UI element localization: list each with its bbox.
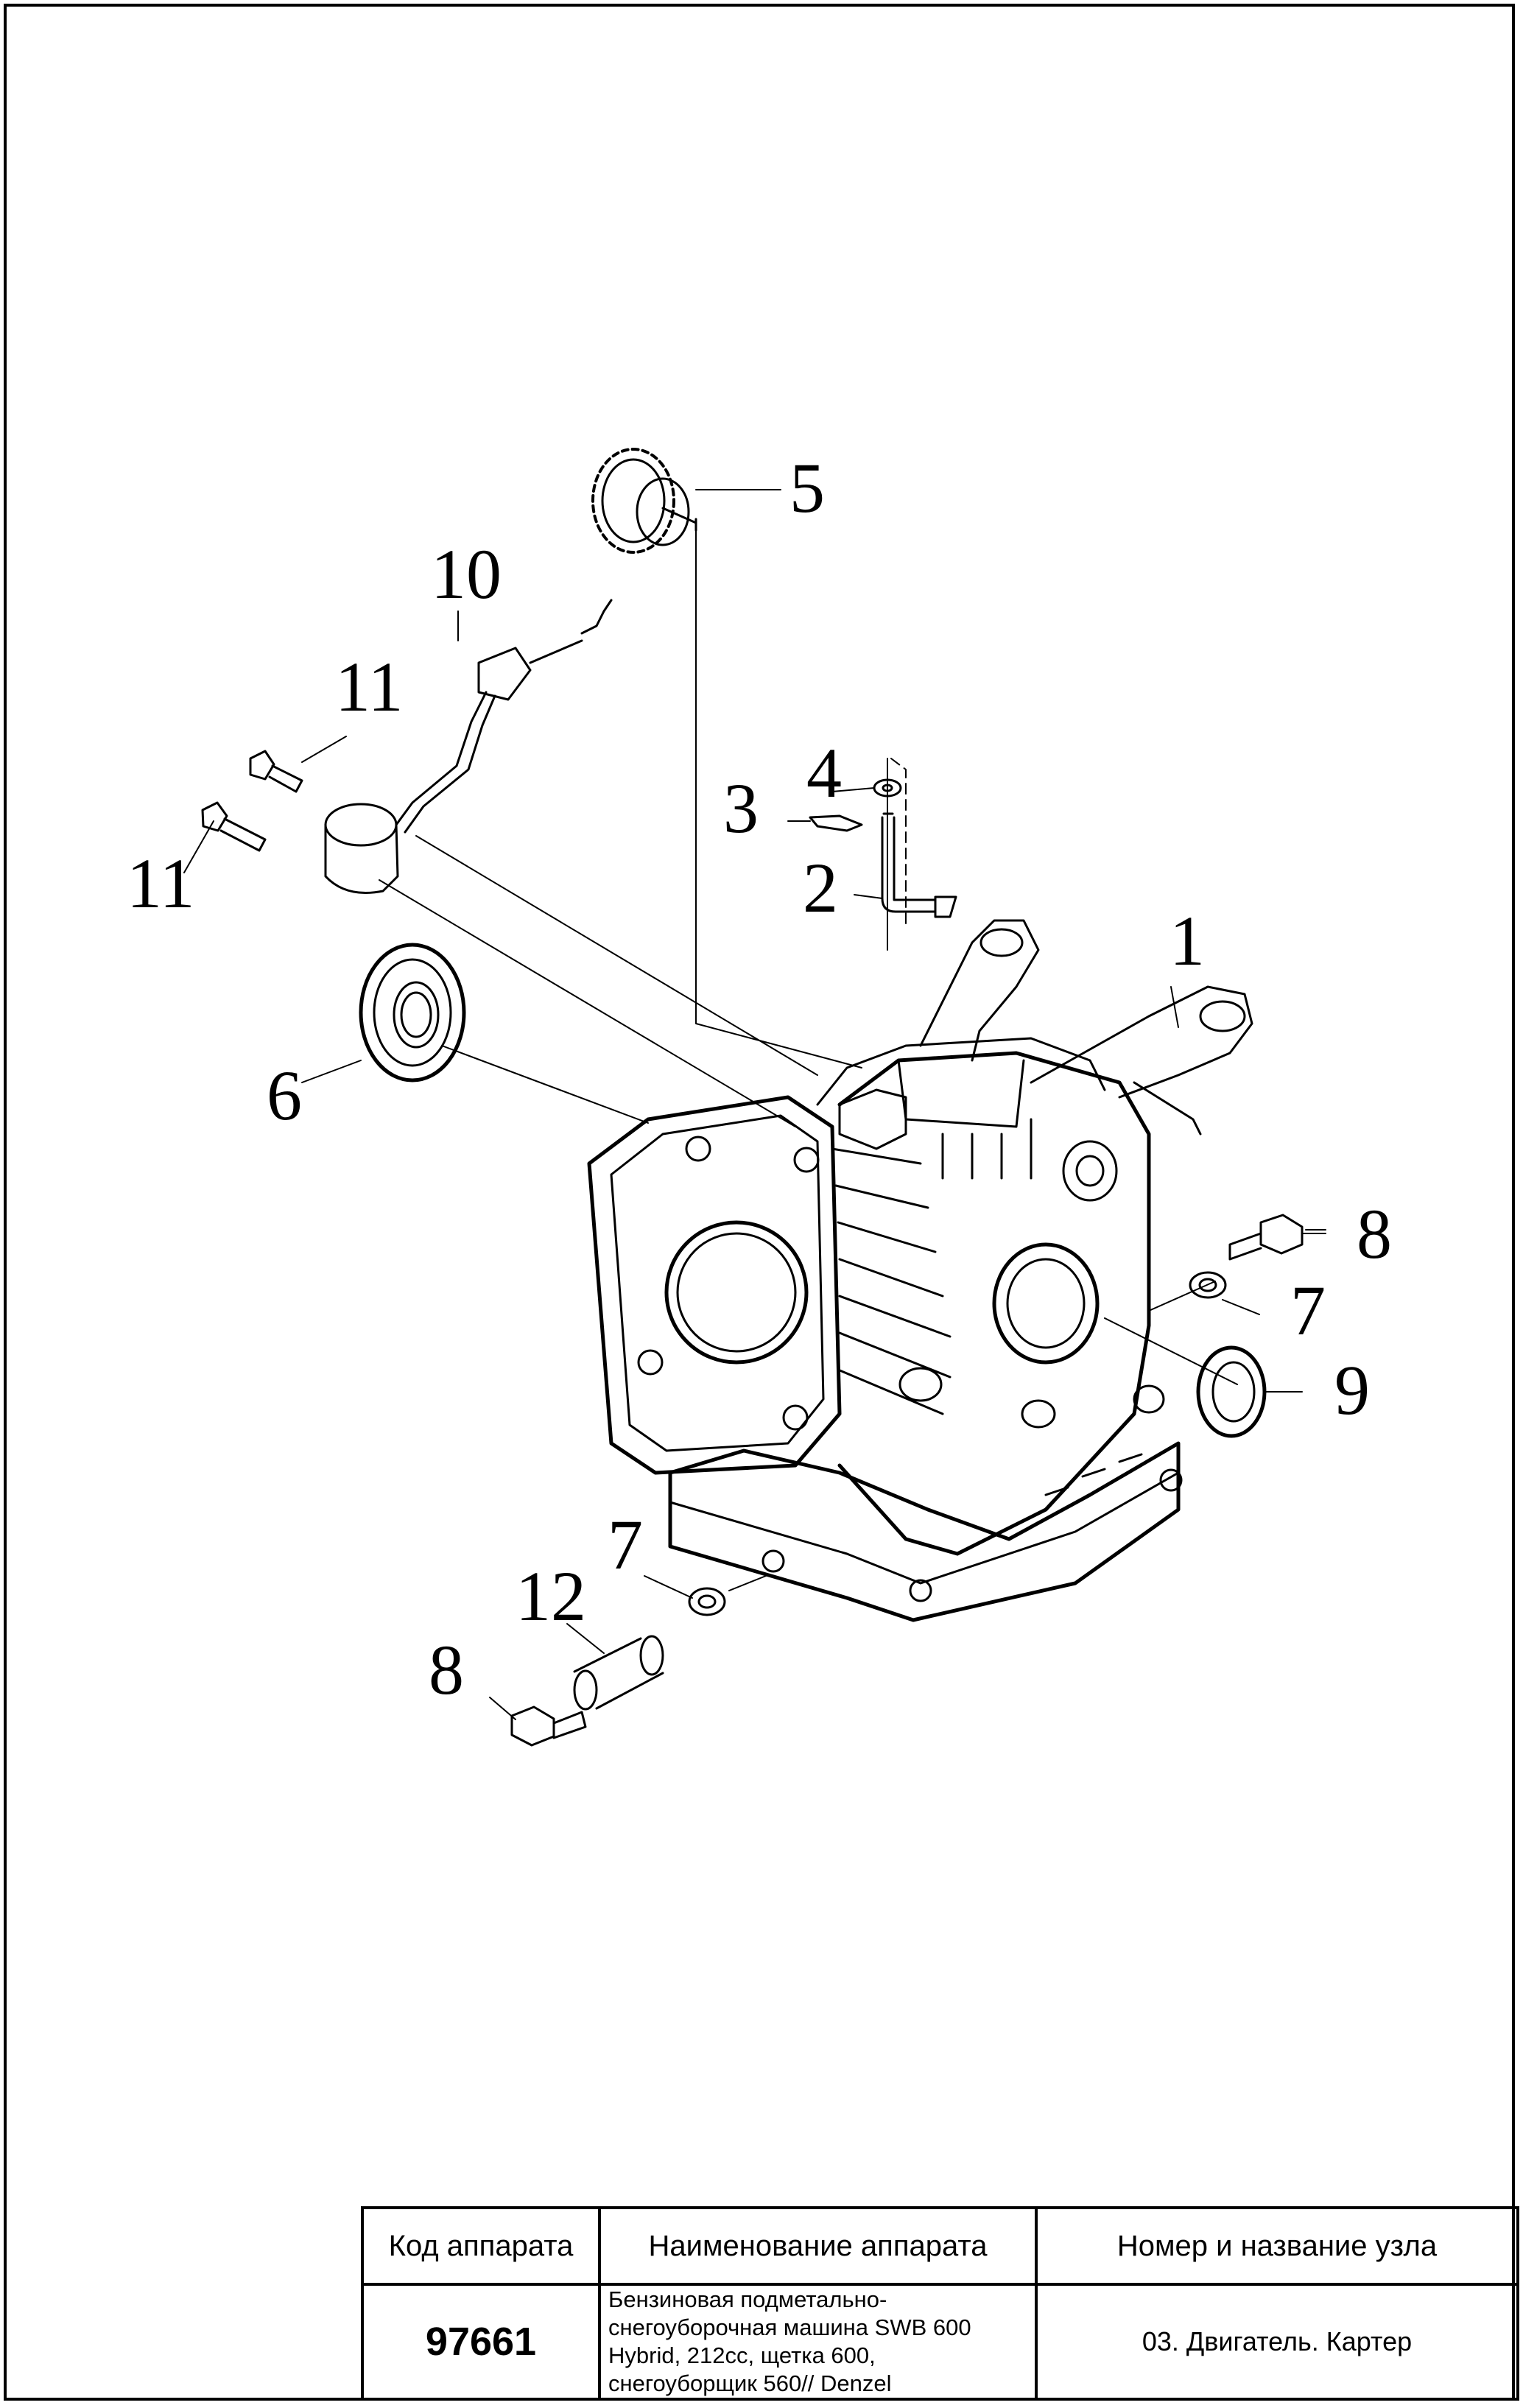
callout-6: 6 [267, 1056, 302, 1135]
oil-seal [1196, 1345, 1267, 1438]
node-name: 03. Двигатель. Картер [1035, 2283, 1519, 2401]
drain-bolt-lower [510, 1705, 587, 1747]
callout-2: 2 [803, 848, 838, 927]
callout-12: 12 [516, 1557, 586, 1636]
device-code: 97661 [361, 2283, 601, 2401]
device-name: Бензиновая подметально- снегоуборочная м… [598, 2283, 1038, 2401]
drain-bolt-right [1228, 1214, 1304, 1261]
callout-8-lower: 8 [429, 1630, 464, 1709]
callout-5: 5 [789, 448, 825, 527]
oil-level-switch [324, 599, 613, 894]
callout-1: 1 [1169, 901, 1205, 980]
callout-4: 4 [806, 733, 842, 812]
device-name-line: снегоуборщик 560// Denzel [608, 2370, 892, 2396]
device-name-line: Hybrid, 212cc, щетка 600, [608, 2342, 876, 2368]
governor-shaft [881, 812, 957, 918]
washer-right [1189, 1271, 1227, 1299]
callout-8-right: 8 [1357, 1194, 1392, 1273]
device-name-line: Бензиновая подметально- [608, 2286, 887, 2312]
clip [809, 814, 863, 832]
governor-gear [591, 448, 697, 554]
sheet-frame [4, 4, 1515, 2401]
callout-11-upper: 11 [335, 647, 403, 726]
callout-11-lower: 11 [127, 844, 194, 923]
callout-7-right: 7 [1290, 1271, 1326, 1350]
dowel-sleeve [573, 1635, 664, 1711]
ball-bearing [359, 943, 466, 1082]
device-name-line: снегоуборочная машина SWB 600 [608, 2314, 971, 2340]
crankcase [587, 919, 1253, 1622]
header-node: Номер и название узла [1035, 2206, 1519, 2286]
callout-7-lower: 7 [608, 1505, 643, 1584]
callout-3: 3 [723, 769, 759, 848]
title-block: Код аппарата Наименование аппарата Номер… [361, 2206, 1519, 2401]
callout-10: 10 [431, 535, 502, 613]
header-device-code: Код аппарата [361, 2206, 601, 2286]
bolt-upper [249, 750, 303, 793]
bolt-lower [201, 801, 267, 852]
header-device-name: Наименование аппарата [598, 2206, 1038, 2286]
callout-9: 9 [1334, 1351, 1370, 1429]
washer-lower [688, 1587, 726, 1616]
